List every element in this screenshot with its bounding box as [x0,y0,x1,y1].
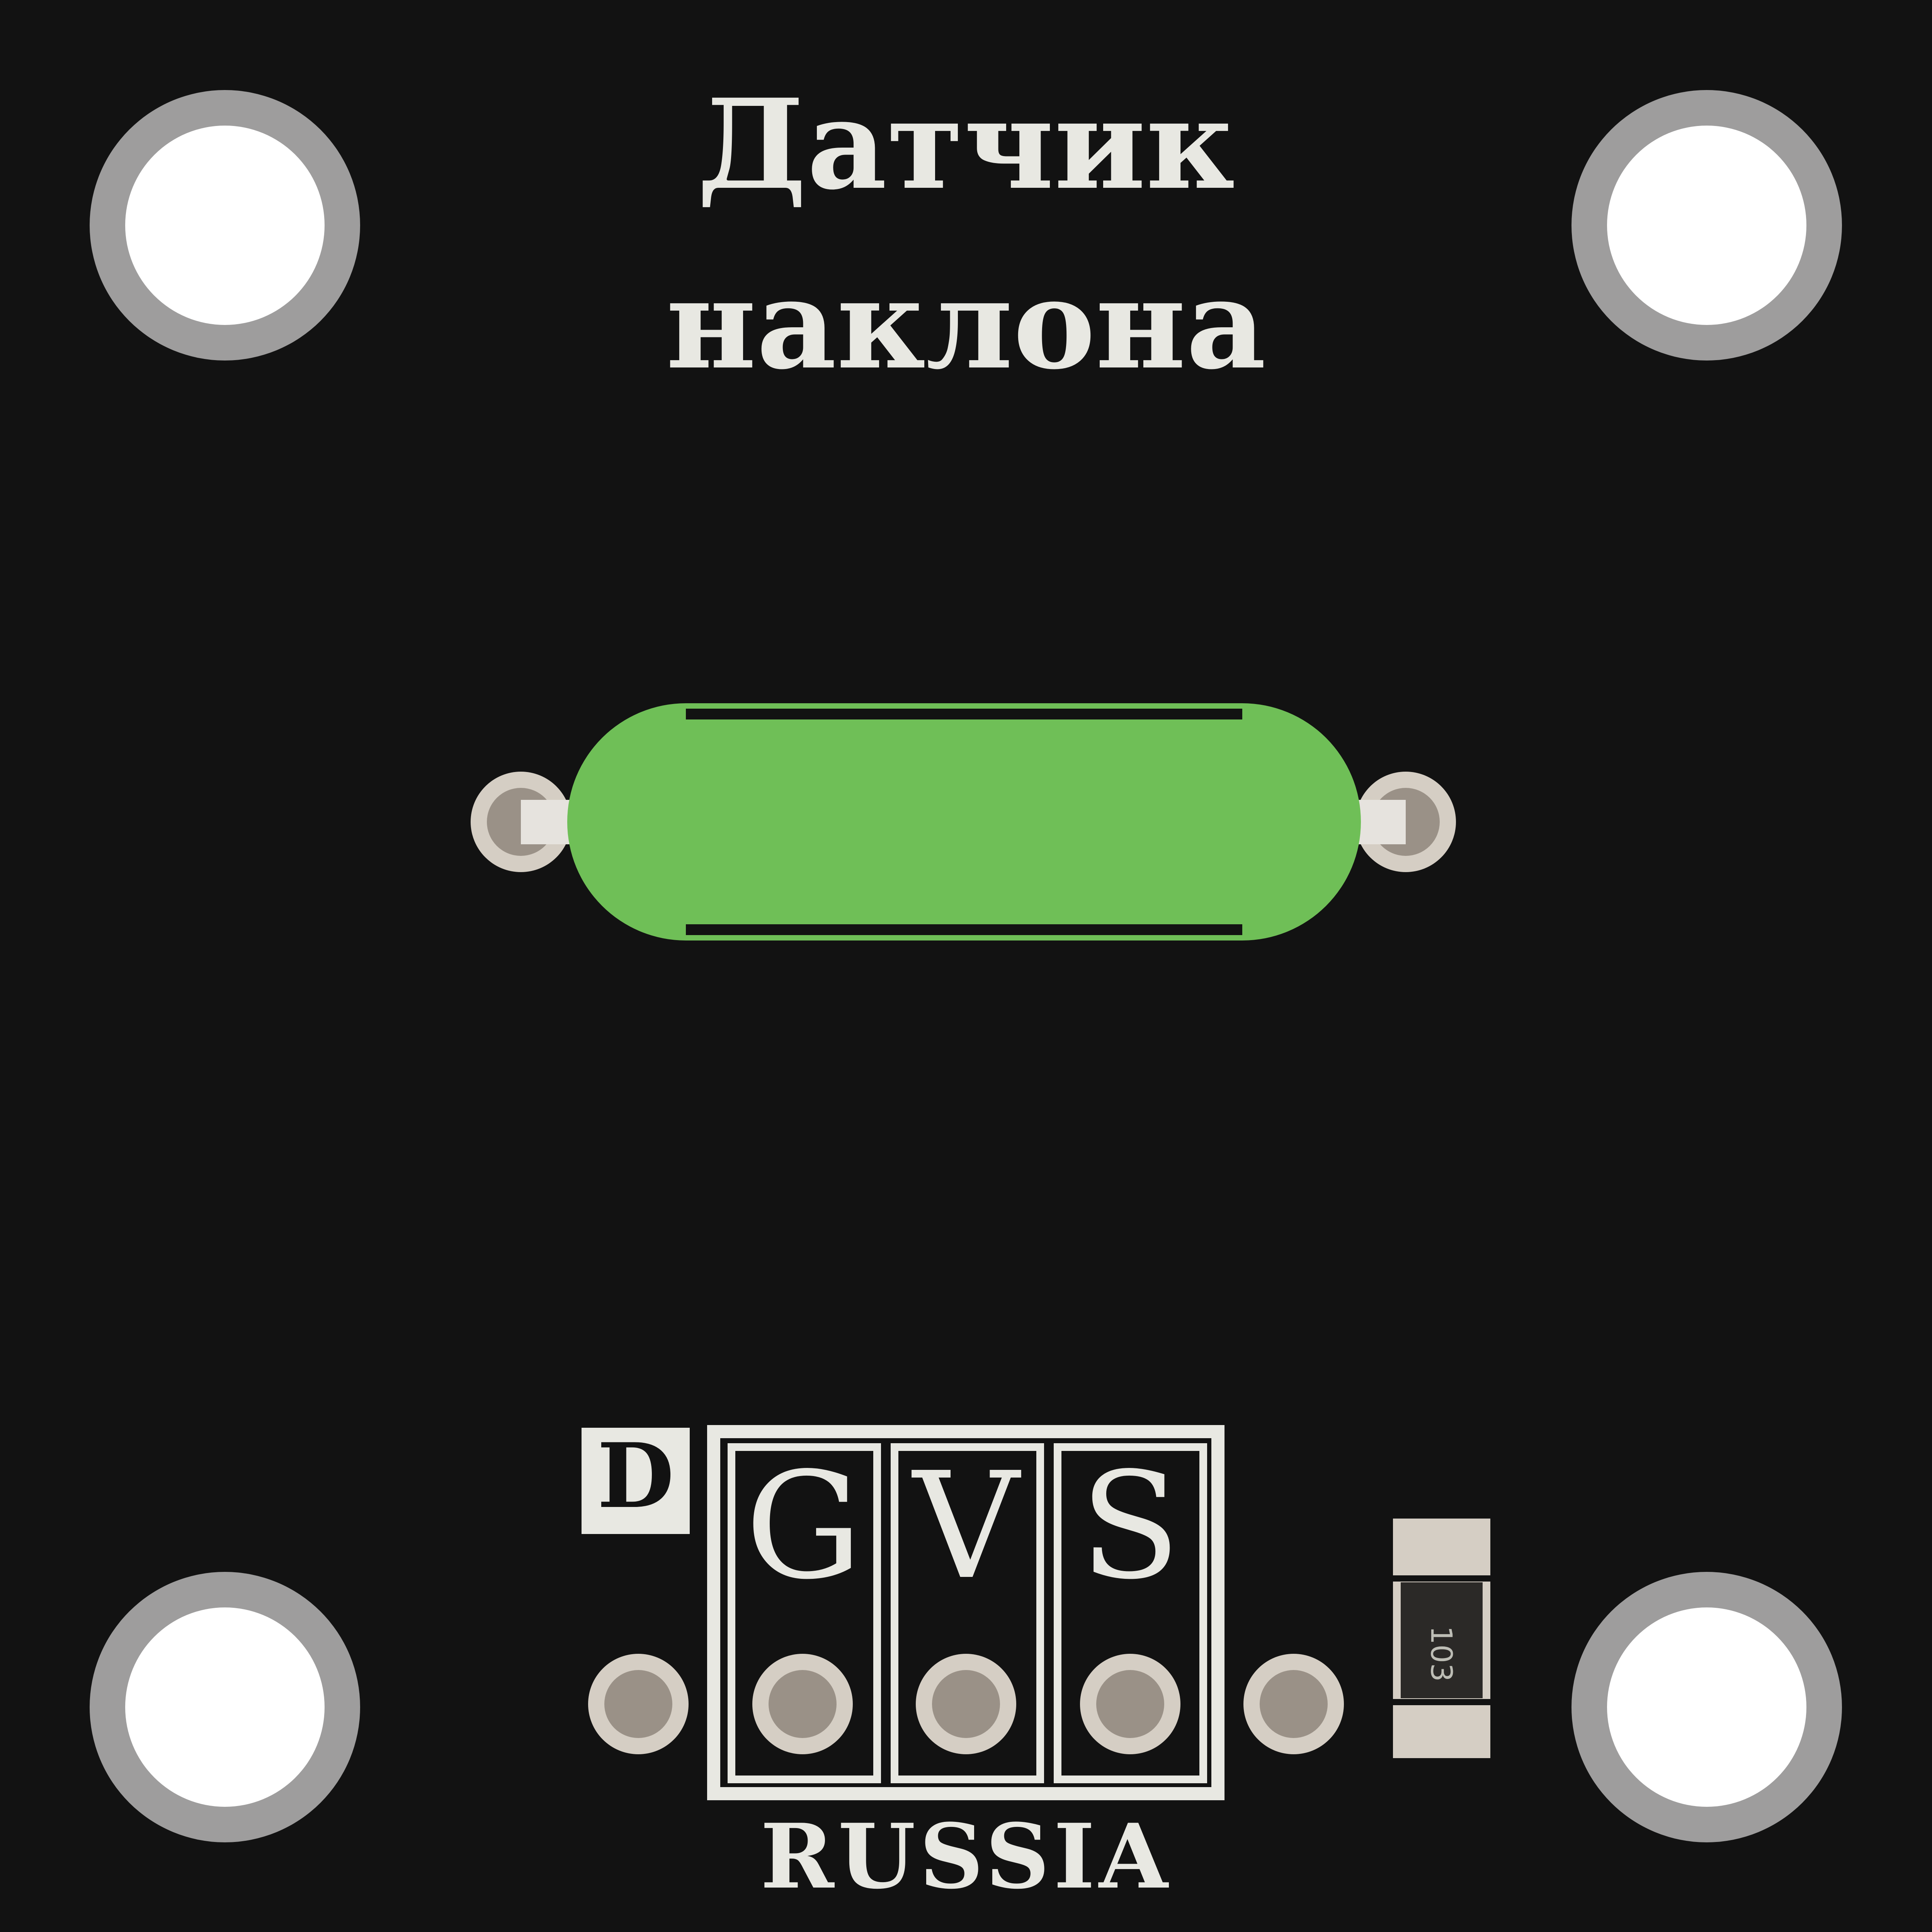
pad-g [752,1654,853,1754]
pad-s [1080,1654,1180,1754]
pad-side-right [1243,1654,1344,1754]
board-title-line-1: Датчик [697,72,1235,217]
sensor-lead-left [471,772,571,872]
tilt-sensor-body [567,703,1361,940]
mounting-hole-bottom-left [90,1572,360,1842]
country-label: RUSSIA [760,1804,1172,1909]
resistor-code-label: 103 [1424,1626,1459,1682]
mounting-hole-top-left [90,90,360,361]
mounting-hole-top-right [1571,90,1842,361]
smd-resistor [1393,1519,1490,1758]
mounting-hole-bottom-right [1571,1572,1842,1842]
pad-v [916,1654,1016,1754]
pad-side-left [588,1654,689,1754]
pin-label-signal: S [1080,1440,1181,1612]
pin-label-ground: G [745,1440,862,1612]
sensor-lead-right [1355,772,1456,872]
digital-badge-label: D [597,1424,674,1528]
digital-badge: D [582,1428,690,1534]
connector-frame [707,1425,1225,1800]
pin-label-power: V [913,1440,1019,1612]
board-title-line-2: наклона [666,252,1266,397]
